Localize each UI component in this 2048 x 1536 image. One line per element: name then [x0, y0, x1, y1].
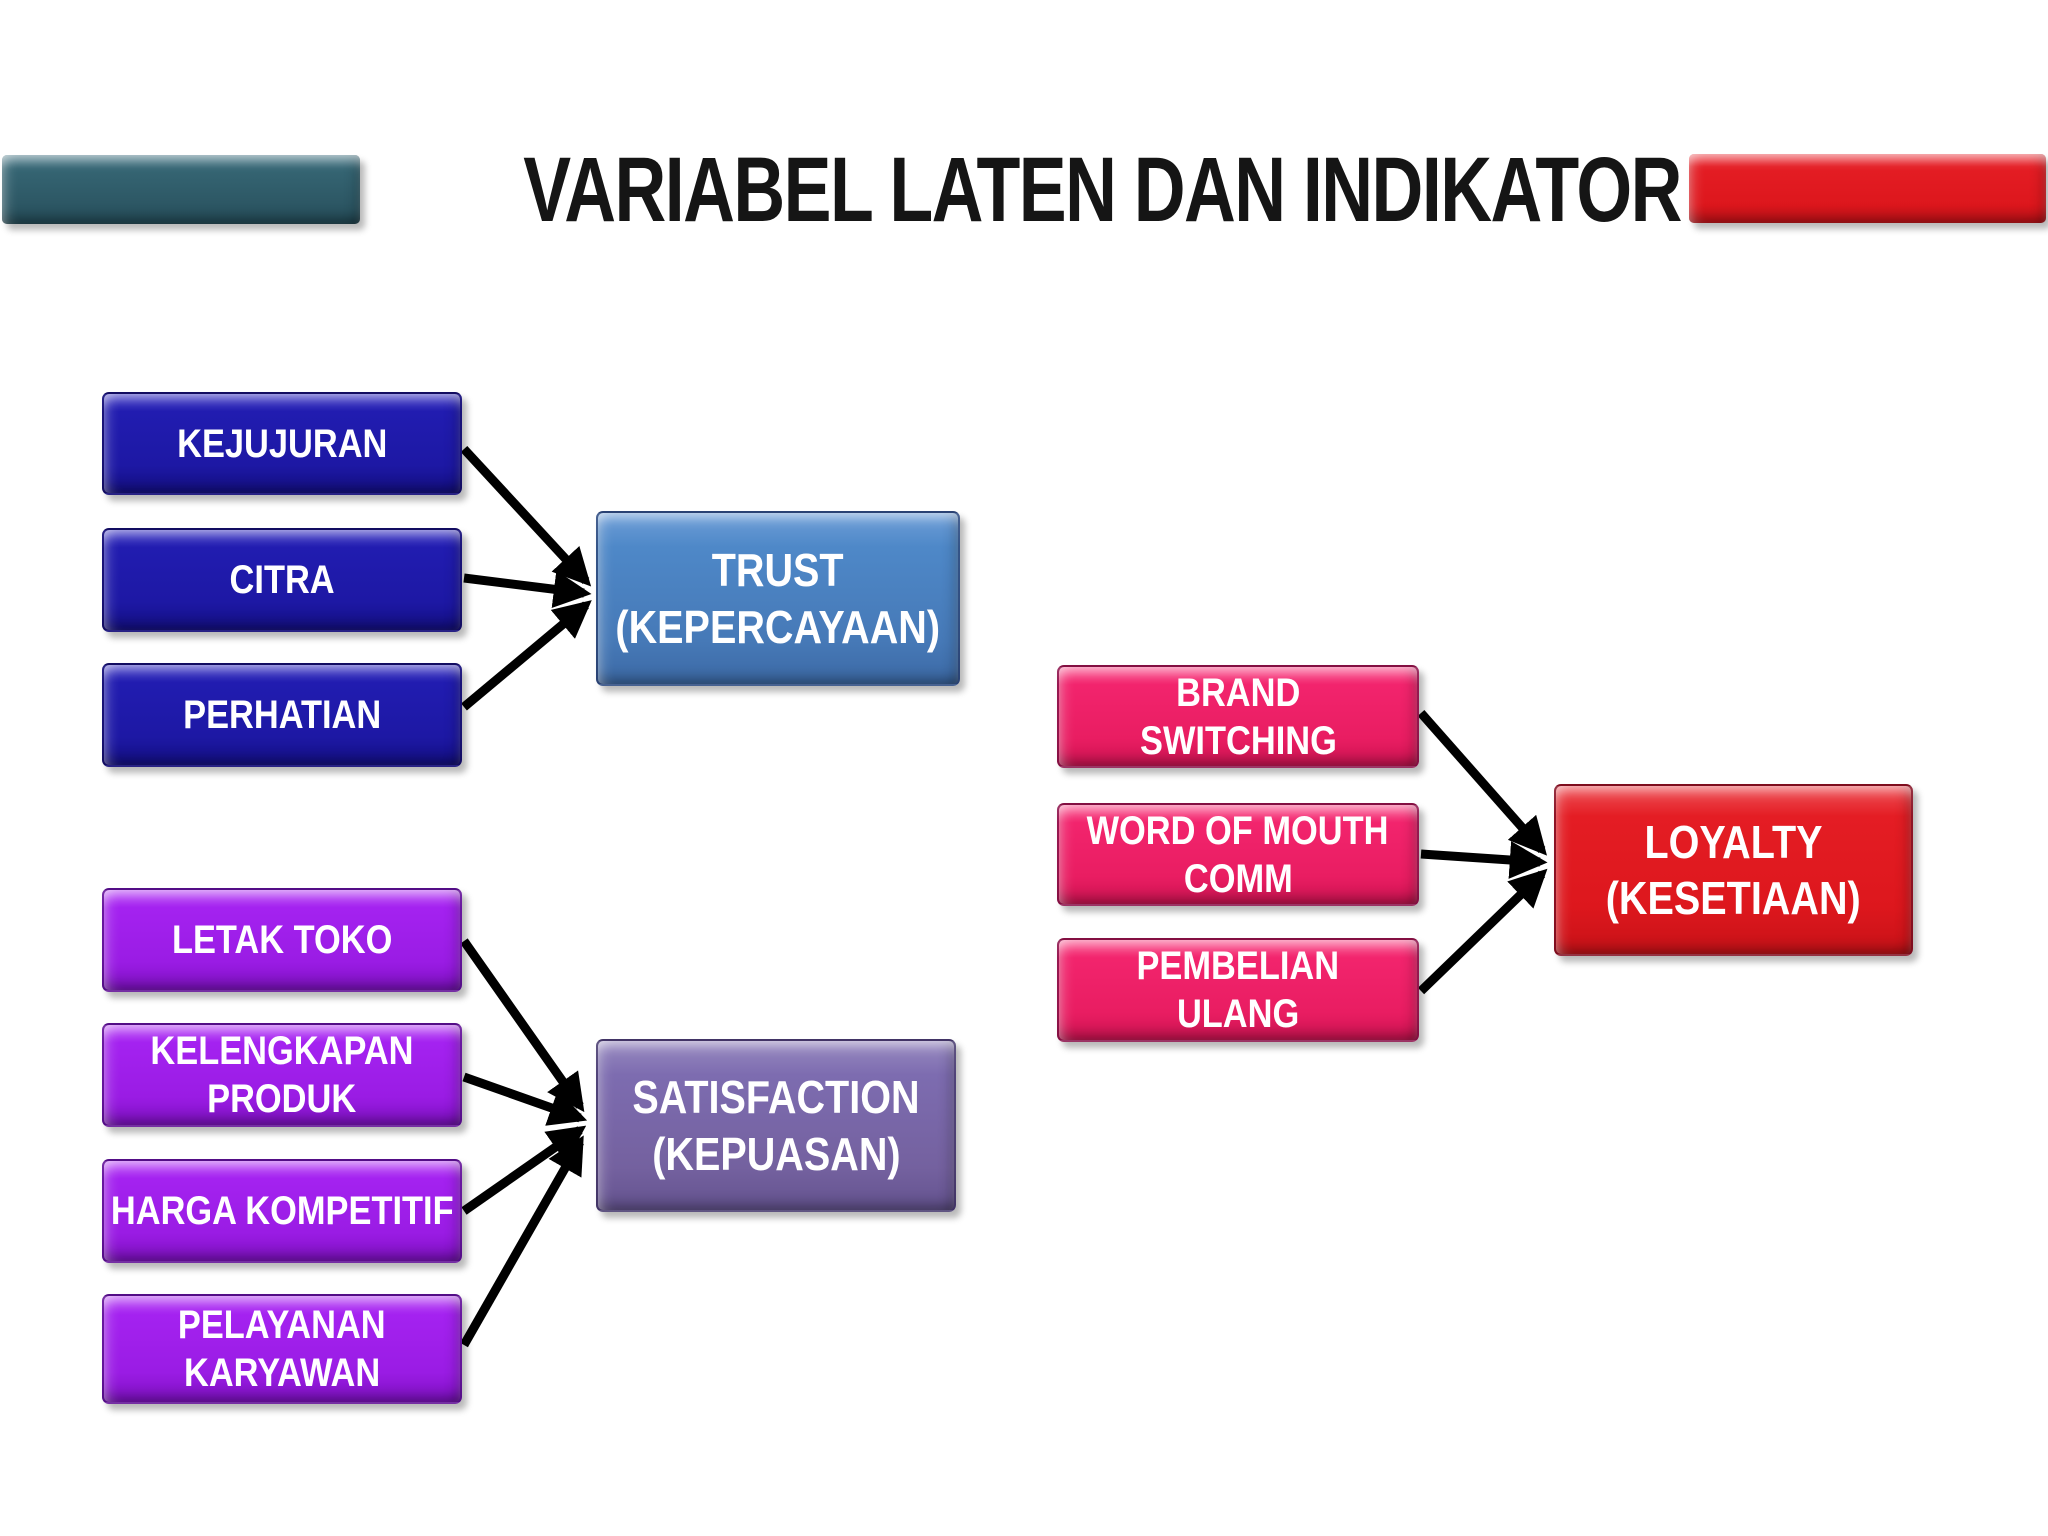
latent-box-loyalty: LOYALTY (KESETIAAN) — [1554, 784, 1913, 956]
arrow-womc-loyalty — [1420, 841, 1548, 879]
box-label: KELENGKAPAN — [150, 1029, 414, 1073]
indicator-box-brand-switching: BRAND SWITCHING — [1057, 665, 1419, 768]
arrow-letak-toko-satisfaction — [460, 938, 585, 1113]
box-label: (KEPUASAN) — [651, 1127, 901, 1180]
box-label: HARGA KOMPETITIF — [110, 1189, 454, 1233]
box-label: PEMBELIAN — [1136, 944, 1340, 988]
latent-box-trust: TRUST (KEPERCAYAAN) — [596, 511, 960, 686]
box-label: SWITCHING — [1139, 718, 1337, 763]
box-label: PELAYANAN — [178, 1303, 386, 1347]
arrow-kejujuran-trust — [460, 445, 592, 587]
indicator-box-letak-toko: LETAK TOKO — [102, 888, 462, 992]
box-label: PERHATIAN — [182, 693, 382, 737]
box-label: BRAND — [1175, 670, 1301, 715]
arrow-brand-switching-loyalty — [1417, 710, 1548, 856]
indicator-box-kelengkapan-produk: KELENGKAPAN PRODUK — [102, 1023, 462, 1127]
teal-accent-bar — [2, 155, 360, 224]
page-title: VARIABEL LATEN DAN INDIKATOR — [360, 144, 1690, 236]
box-label: PRODUK — [207, 1077, 357, 1121]
arrow-pelayanan-satisfaction — [460, 1135, 584, 1348]
indicator-box-perhatian: PERHATIAN — [102, 663, 462, 767]
box-label: LETAK TOKO — [171, 918, 393, 962]
box-label: (KEPERCAYAAN) — [615, 600, 941, 653]
arrow-pembelian-loyalty — [1417, 868, 1548, 995]
box-label: KARYAWAN — [183, 1351, 381, 1395]
box-label: KEJUJURAN — [176, 421, 388, 466]
red-accent-bar — [1689, 154, 2046, 223]
box-label: LOYALTY — [1644, 815, 1823, 868]
indicator-box-pembelian-ulang: PEMBELIAN ULANG — [1057, 938, 1419, 1042]
arrow-kelengkapan-satisfaction — [462, 1072, 588, 1126]
box-label: WORD OF MOUTH — [1087, 808, 1389, 853]
box-label: SATISFACTION — [632, 1071, 920, 1124]
indicator-box-citra: CITRA — [102, 528, 462, 632]
page-title-text: VARIABEL LATEN DAN INDIKATOR — [523, 139, 1682, 241]
indicator-box-harga-kompetitif: HARGA KOMPETITIF — [102, 1159, 462, 1263]
box-label: CITRA — [229, 558, 335, 602]
indicator-box-kejujuran: KEJUJURAN — [102, 392, 462, 495]
box-label: ULANG — [1176, 992, 1300, 1036]
indicator-box-word-of-mouth-comm: WORD OF MOUTH COMM — [1057, 803, 1419, 906]
box-label: (KESETIAAN) — [1606, 872, 1861, 924]
arrow-citra-trust — [463, 570, 592, 609]
arrow-perhatian-trust — [461, 600, 592, 711]
arrow-harga-satisfaction — [461, 1125, 587, 1215]
latent-box-satisfaction: SATISFACTION (KEPUASAN) — [596, 1039, 956, 1212]
box-label: TRUST — [712, 544, 844, 597]
box-label: COMM — [1183, 856, 1293, 901]
indicator-box-pelayanan-karyawan: PELAYANAN KARYAWAN — [102, 1294, 462, 1404]
